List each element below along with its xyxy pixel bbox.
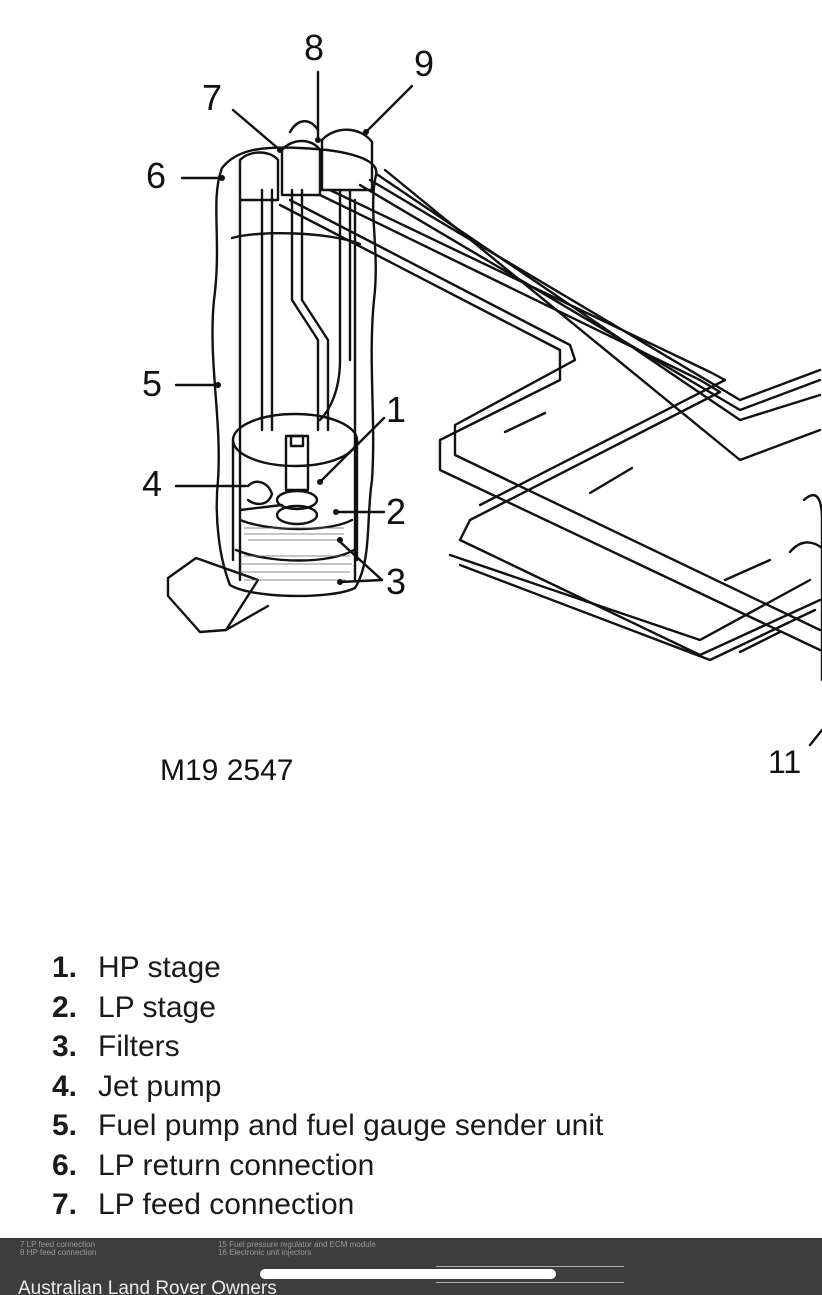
bottom-bar: 7 LP feed connection 8 HP feed connectio… [0, 1238, 822, 1295]
faint-caption: 16 Electronic unit injectors [218, 1248, 312, 1257]
legend-item: 7.LP feed connection [52, 1188, 355, 1221]
pump-housing [211, 146, 378, 598]
faint-caption: 15 Fuel pressure regulator and ECM modul… [218, 1240, 376, 1249]
callout-2: 2 [386, 491, 407, 532]
callout-1: 1 [386, 389, 407, 430]
legend-item: 1.HP stage [52, 951, 221, 984]
legend-item: 5.Fuel pump and fuel gauge sender unit [52, 1109, 604, 1142]
callout-6: 6 [146, 155, 167, 196]
legend-item: 4.Jet pump [52, 1069, 222, 1103]
callout-7: 7 [202, 77, 223, 118]
fuel-pump-diagram [166, 70, 822, 747]
legend-item: 6.LP return connection [52, 1148, 375, 1182]
legend-item: 2.LP stage [52, 990, 216, 1024]
float-pad [166, 556, 260, 634]
footer-text: Australian Land Rover Owners [18, 1278, 277, 1295]
legend-item: 3.Filters [52, 1030, 180, 1063]
callout-8: 8 [304, 27, 325, 68]
faint-caption: 8 HP feed connection [20, 1248, 97, 1257]
callout-11: 11 [768, 744, 802, 780]
figure-reference: M19 2547 [160, 754, 294, 787]
home-indicator[interactable] [260, 1269, 556, 1279]
callout-3: 3 [386, 561, 407, 602]
callout-4: 4 [142, 463, 163, 504]
callout-9: 9 [414, 43, 435, 84]
legend-list: 1.HP stage 2.LP stage 3.Filters 4.Jet pu… [52, 948, 603, 1225]
callout-5: 5 [142, 363, 163, 404]
faint-caption: 7 LP feed connection [20, 1240, 96, 1249]
